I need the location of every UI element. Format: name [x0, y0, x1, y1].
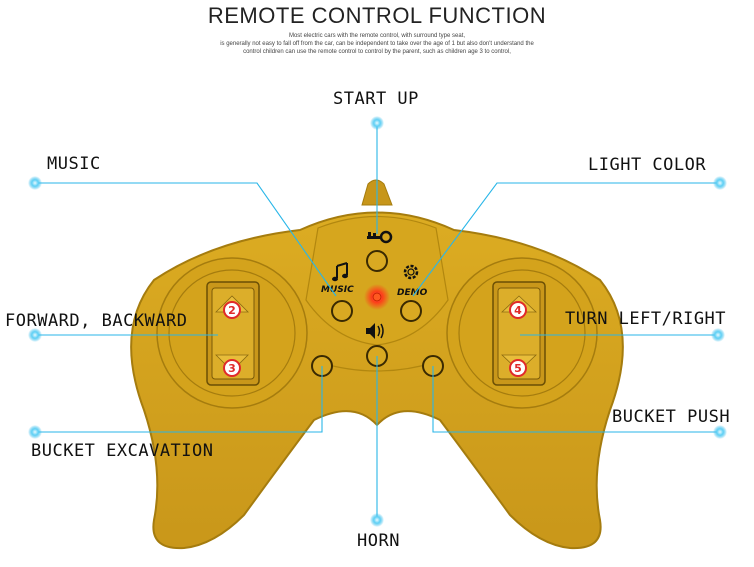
label-music: MUSIC — [47, 154, 101, 174]
speaker-icon — [366, 323, 384, 339]
pointer-lines — [35, 123, 720, 520]
gear-icon — [403, 264, 419, 280]
badge-3: 3 — [223, 359, 241, 377]
label-bucket-excavation: BUCKET EXCAVATION — [31, 441, 214, 461]
badge-2-number: 2 — [228, 304, 236, 317]
badge-5-number: 5 — [514, 362, 522, 375]
label-horn: HORN — [357, 531, 400, 551]
music-button — [331, 300, 353, 322]
light-color-button — [400, 300, 422, 322]
badge-4-number: 4 — [514, 304, 522, 317]
badge-2: 2 — [223, 301, 241, 319]
led-light — [372, 292, 382, 302]
right-pad-ring — [458, 269, 586, 397]
subtitle-line-3: control children can use the remote cont… — [243, 49, 511, 55]
badge-3-number: 3 — [228, 362, 236, 375]
label-bucket-push: BUCKET PUSH — [612, 407, 731, 427]
badge-4: 4 — [509, 301, 527, 319]
key-icon — [367, 230, 393, 244]
label-start-up: START UP — [333, 89, 419, 109]
music-note-icon — [332, 262, 348, 282]
label-turn-left-right: TURN LEFT/RIGHT — [565, 309, 727, 329]
page-title: REMOTE CONTROL FUNCTION — [207, 3, 547, 28]
music-button-label: MUSIC — [321, 285, 354, 295]
pointer-dots — [28, 116, 727, 527]
subtitle-line-1: Most electric cars with the remote contr… — [288, 33, 466, 39]
label-light-color: LIGHT COLOR — [588, 155, 707, 175]
subtitle-line-2: is generally not easy to fall off from t… — [220, 41, 534, 47]
label-forward-backward: FORWARD, BACKWARD — [5, 311, 188, 331]
badge-5: 5 — [509, 359, 527, 377]
left-pad-ring — [168, 269, 296, 397]
demo-button-label: DEMO — [397, 288, 428, 298]
start-up-button — [366, 250, 388, 272]
